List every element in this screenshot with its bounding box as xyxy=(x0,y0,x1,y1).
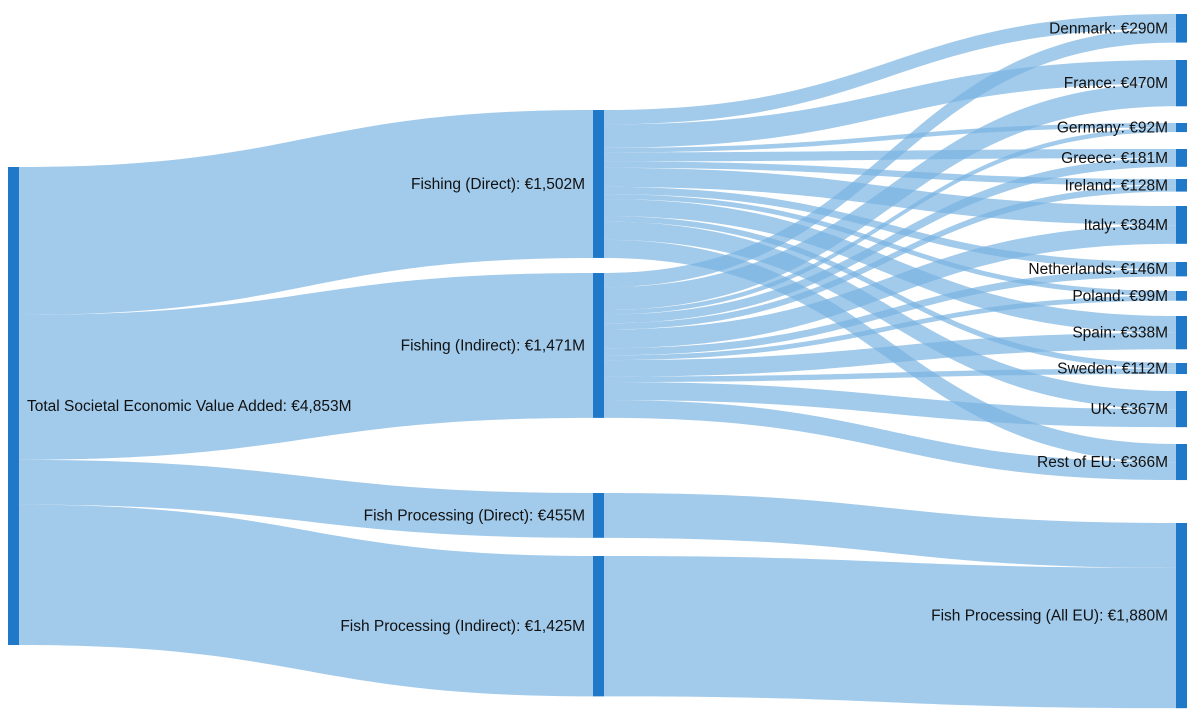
node-label-de: Germany: €92M xyxy=(1057,120,1168,137)
nodes-layer xyxy=(8,14,1187,709)
link-total-to-fd[interactable] xyxy=(19,110,593,315)
node-label-es: Spain: €338M xyxy=(1072,325,1168,342)
link-fi-to-dk[interactable] xyxy=(604,28,1176,288)
link-fi-to-ie[interactable] xyxy=(604,185,1176,330)
link-total-to-fpi[interactable] xyxy=(19,504,593,697)
node-label-reu: Rest of EU: €366M xyxy=(1037,454,1168,471)
node-fpi[interactable] xyxy=(593,556,604,697)
node-label-nl: Netherlands: €146M xyxy=(1028,261,1168,278)
node-label-fpd: Fish Processing (Direct): €455M xyxy=(364,507,585,524)
node-label-pl: Poland: €99M xyxy=(1072,288,1168,305)
node-pl[interactable] xyxy=(1176,291,1187,301)
node-fr[interactable] xyxy=(1176,60,1187,107)
link-fi-to-nl[interactable] xyxy=(604,269,1176,356)
link-fd-to-dk[interactable] xyxy=(604,14,1176,125)
node-label-fpi: Fish Processing (Indirect): €1,425M xyxy=(340,618,585,635)
node-label-ie: Ireland: €128M xyxy=(1065,177,1168,194)
node-reu[interactable] xyxy=(1176,444,1187,481)
links-layer xyxy=(19,14,1176,709)
labels-layer: Total Societal Economic Value Added: €4,… xyxy=(27,20,1168,635)
node-label-uk: UK: €367M xyxy=(1090,401,1168,418)
link-fi-to-reu[interactable] xyxy=(604,399,1176,481)
node-dk[interactable] xyxy=(1176,14,1187,43)
node-uk[interactable] xyxy=(1176,391,1187,428)
node-fpall[interactable] xyxy=(1176,523,1187,709)
node-label-it: Italy: €384M xyxy=(1084,217,1168,234)
link-fpd-to-fpall[interactable] xyxy=(604,493,1176,568)
node-label-fpall: Fish Processing (All EU): €1,880M xyxy=(931,608,1168,625)
node-label-se: Sweden: €112M xyxy=(1057,361,1168,378)
link-fi-to-se[interactable] xyxy=(604,368,1176,383)
node-de[interactable] xyxy=(1176,123,1187,133)
link-total-to-fi[interactable] xyxy=(19,273,593,460)
node-fd[interactable] xyxy=(593,110,604,258)
node-fi[interactable] xyxy=(593,273,604,418)
node-label-fr: France: €470M xyxy=(1064,75,1168,92)
node-label-total: Total Societal Economic Value Added: €4,… xyxy=(27,398,352,415)
link-fi-to-es[interactable] xyxy=(604,332,1176,377)
link-total-to-fpd[interactable] xyxy=(19,459,593,538)
link-fd-to-de[interactable] xyxy=(604,123,1176,153)
node-it[interactable] xyxy=(1176,206,1187,244)
node-nl[interactable] xyxy=(1176,262,1187,277)
node-es[interactable] xyxy=(1176,316,1187,350)
link-fpi-to-fpall[interactable] xyxy=(604,556,1176,709)
link-fi-to-de[interactable] xyxy=(604,127,1176,315)
node-label-fi: Fishing (Indirect): €1,471M xyxy=(401,337,585,354)
node-label-fd: Fishing (Direct): €1,502M xyxy=(411,176,585,193)
link-fd-to-fr[interactable] xyxy=(604,60,1176,148)
node-ie[interactable] xyxy=(1176,179,1187,192)
link-fi-to-gr[interactable] xyxy=(604,158,1176,324)
link-fd-to-nl[interactable] xyxy=(604,186,1176,270)
node-gr[interactable] xyxy=(1176,149,1187,167)
node-se[interactable] xyxy=(1176,363,1187,375)
link-fi-to-uk[interactable] xyxy=(604,382,1176,428)
link-fi-to-pl[interactable] xyxy=(604,295,1176,361)
node-fpd[interactable] xyxy=(593,493,604,538)
node-label-gr: Greece: €181M xyxy=(1061,150,1168,167)
node-label-dk: Denmark: €290M xyxy=(1049,20,1168,37)
node-total[interactable] xyxy=(8,167,19,646)
link-fi-to-fr[interactable] xyxy=(604,83,1176,311)
link-fd-to-es[interactable] xyxy=(604,199,1176,333)
link-fi-to-it[interactable] xyxy=(604,225,1176,349)
